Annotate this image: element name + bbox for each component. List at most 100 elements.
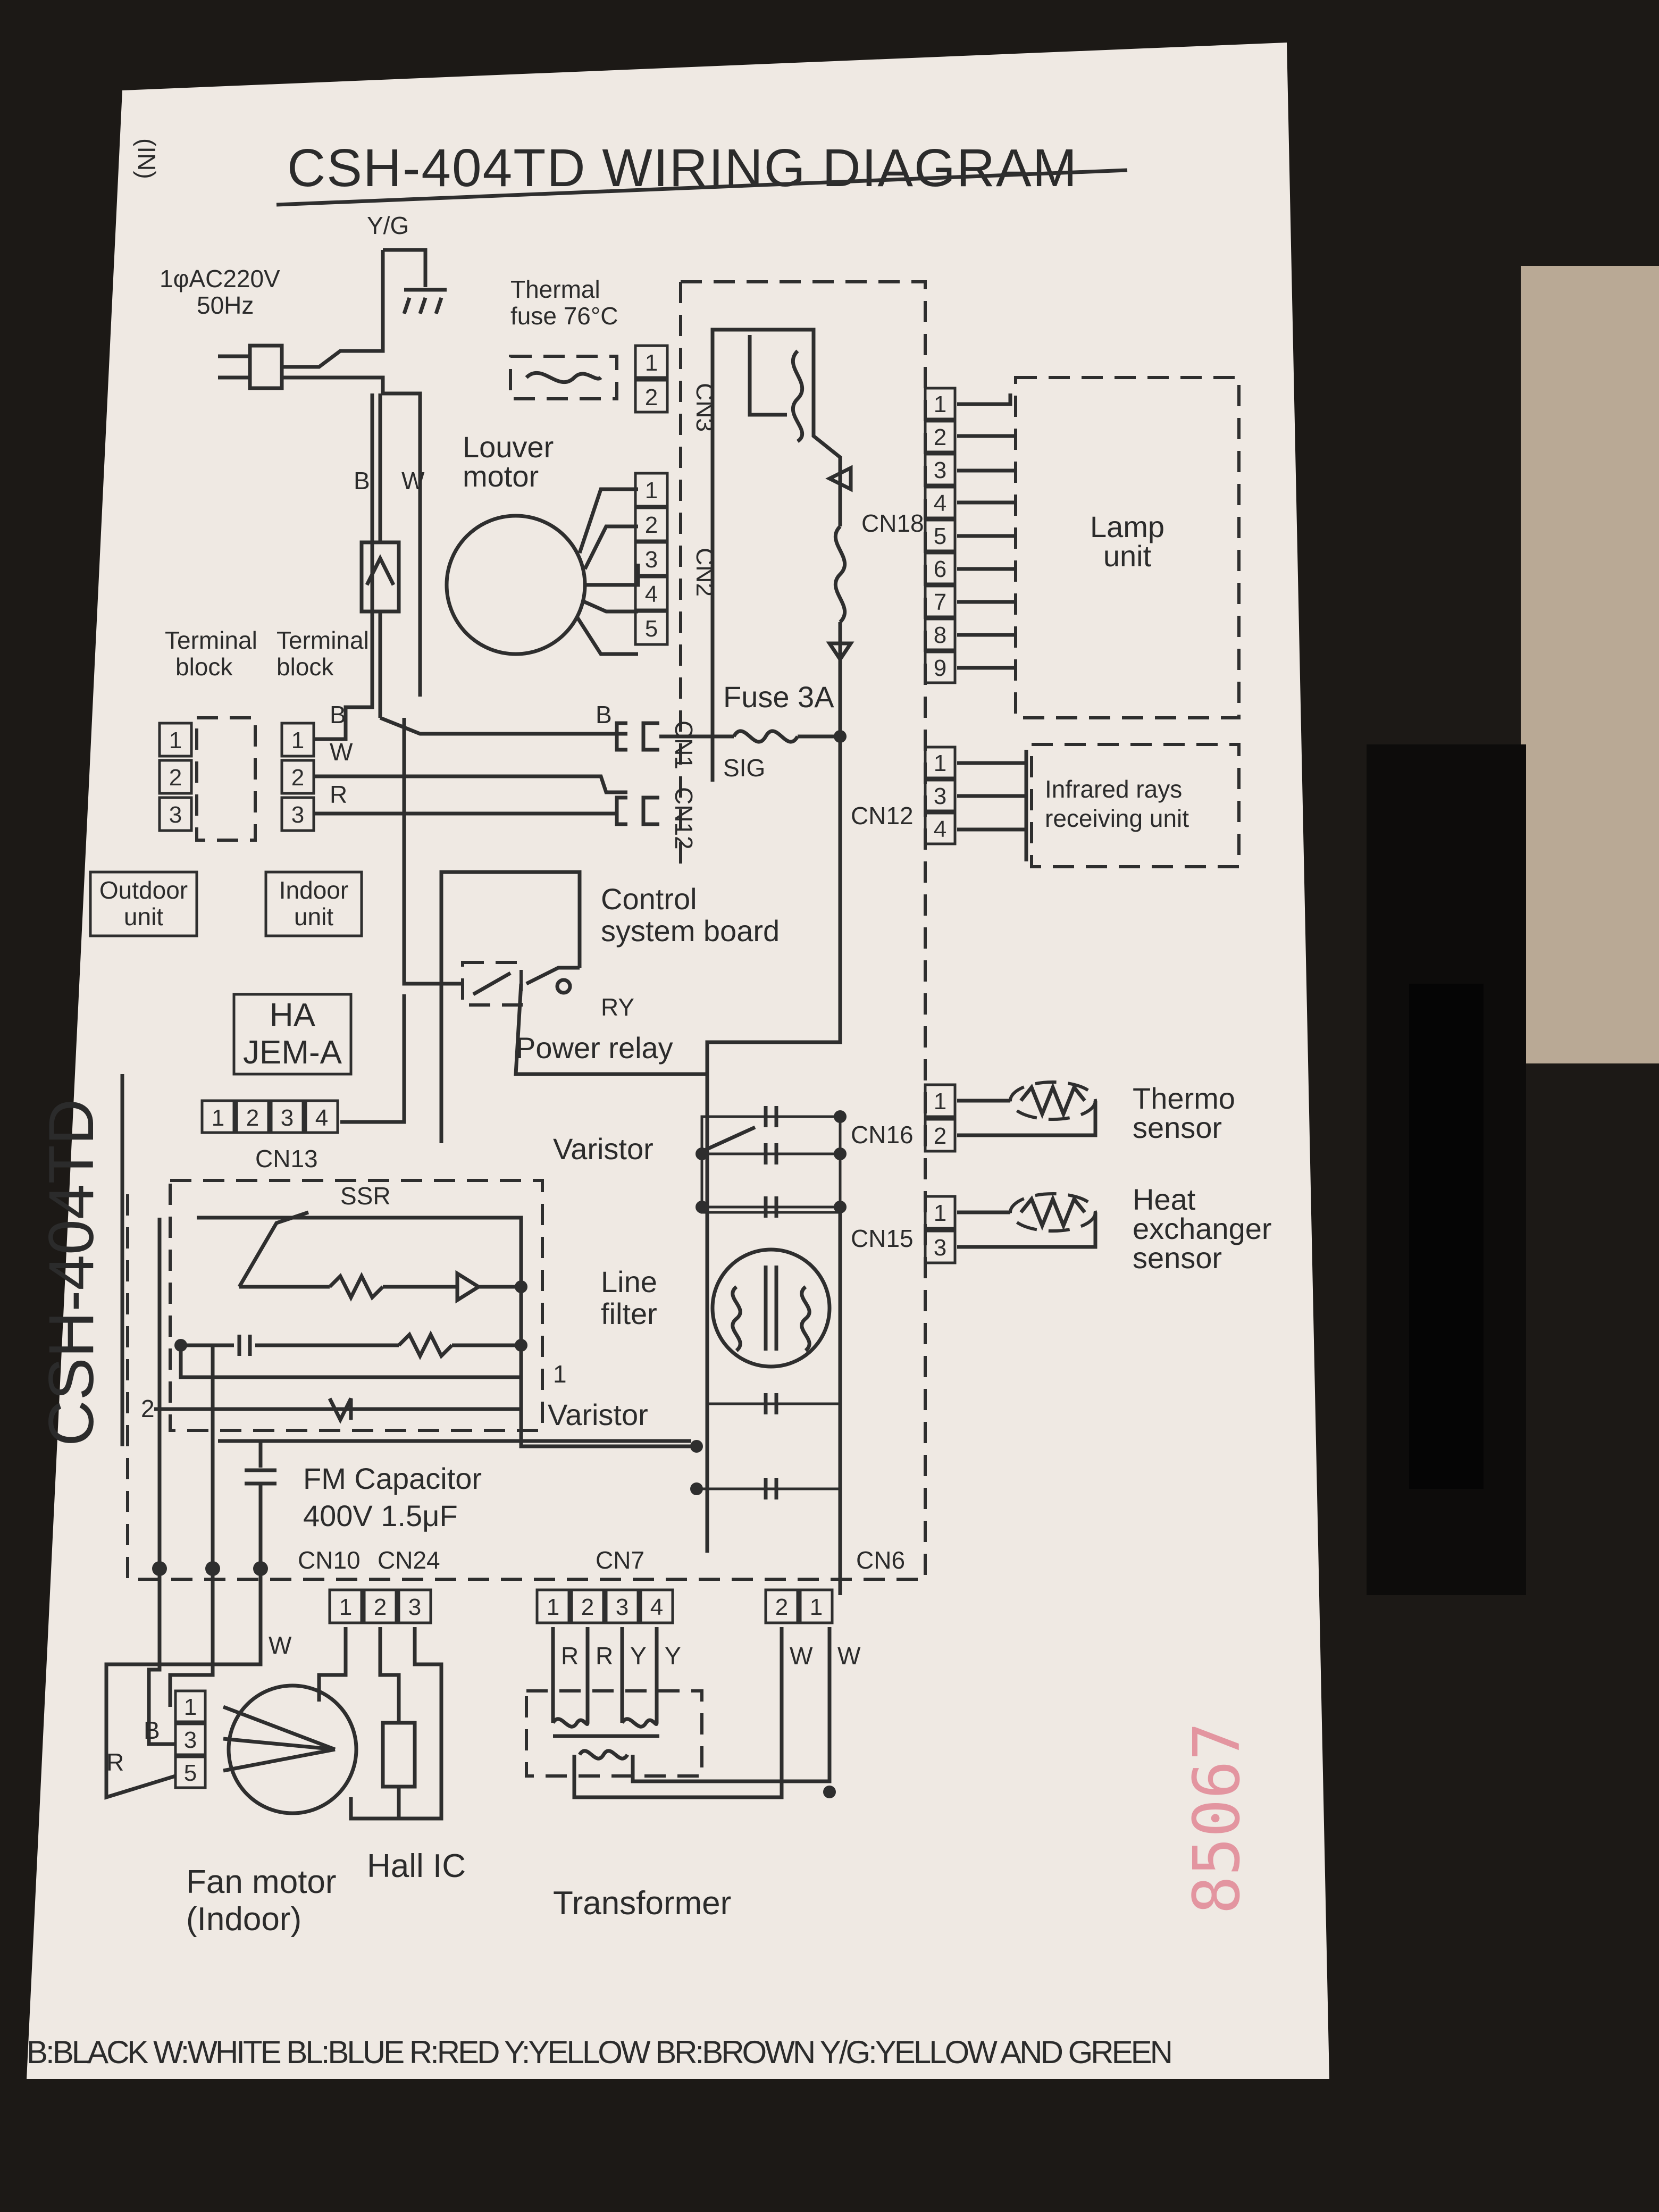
svg-text:3: 3 <box>934 783 946 809</box>
tr-wire-y1: Y <box>630 1642 647 1670</box>
svg-text:4: 4 <box>650 1594 663 1620</box>
tb-wire-r: R <box>330 781 347 808</box>
tb-wire-w: W <box>330 738 353 766</box>
fan-motor-label-2: (Indoor) <box>186 1901 301 1938</box>
cn1-connector <box>615 721 659 752</box>
ha-jem-box <box>232 993 353 1076</box>
ha-label: HA <box>270 997 316 1034</box>
louver-motor-icon <box>445 514 587 656</box>
thermo-sensor-pins: 1 2 <box>924 1083 957 1153</box>
top-bus-wires <box>705 328 854 1553</box>
ssr-label: SSR <box>340 1182 391 1210</box>
ssr-box <box>169 1179 544 1432</box>
cn12-right-label: CN12 <box>851 802 914 830</box>
thermo-sensor-label-2: sensor <box>1133 1111 1222 1144</box>
tb-wires <box>314 393 627 816</box>
svg-text:3: 3 <box>169 802 182 828</box>
outdoor-unit-label-1: Outdoor <box>99 876 188 904</box>
svg-text:1: 1 <box>339 1594 352 1620</box>
tb-wire-b: B <box>330 701 346 728</box>
cn15-label: CN15 <box>851 1225 914 1252</box>
cn7-label: CN7 <box>596 1546 644 1574</box>
lamp-unit-label-2: unit <box>1103 539 1152 573</box>
svg-text:3: 3 <box>281 1105 294 1131</box>
svg-text:2: 2 <box>934 424 946 450</box>
transformer-label: Transformer <box>553 1885 731 1922</box>
fan-motor-pins: 1 3 5 <box>174 1689 207 1789</box>
infrared-unit-box <box>1030 743 1241 868</box>
cn24-pins: 1 2 3 <box>328 1588 432 1624</box>
svg-text:8: 8 <box>934 622 946 648</box>
transformer-icon <box>525 1627 836 1799</box>
ground-label: Y/G <box>367 212 409 239</box>
svg-text:4: 4 <box>645 581 658 607</box>
fm-capacitor-label-2: 400V 1.5μF <box>303 1499 458 1532</box>
thermo-sensor-label-1: Thermo <box>1133 1082 1235 1115</box>
svg-text:1: 1 <box>934 750 946 776</box>
heat-sensor-label-2: exchanger <box>1133 1212 1272 1245</box>
svg-text:6: 6 <box>934 556 946 582</box>
fan-wire-r: R <box>106 1748 124 1776</box>
tr-wire-y2: Y <box>665 1642 681 1670</box>
svg-text:1: 1 <box>291 727 304 753</box>
capacitor-bank <box>696 1106 847 1218</box>
svg-text:4: 4 <box>934 490 946 516</box>
svg-text:1: 1 <box>212 1105 224 1131</box>
outdoor-unit-label-2: unit <box>124 903 163 931</box>
svg-text:2: 2 <box>169 765 182 791</box>
thermo-sensor-icon <box>1009 1080 1097 1121</box>
fan-wire-b: B <box>144 1716 160 1744</box>
corner-mark: (IN) <box>133 138 161 179</box>
svg-text:1: 1 <box>934 1088 946 1115</box>
svg-text:1: 1 <box>934 391 946 417</box>
title-underline <box>276 168 1128 207</box>
svg-text:2: 2 <box>291 765 304 791</box>
wire-w-label: W <box>401 467 425 495</box>
fan-motor-label-1: Fan motor <box>186 1864 337 1900</box>
cn18-label: CN18 <box>861 509 924 537</box>
lower-caps <box>690 1212 842 1595</box>
cn16-label: CN16 <box>851 1121 914 1149</box>
hall-ic-icon <box>317 1627 443 1821</box>
line-filter-label-2: filter <box>601 1297 657 1330</box>
svg-text:3: 3 <box>645 547 658 573</box>
power-relay-icon <box>402 718 707 1143</box>
cn12-left-label: CN12 <box>670 787 698 850</box>
heat-exchanger-sensor-pins: 1 3 <box>924 1195 957 1264</box>
lamp-unit-box <box>1014 376 1241 719</box>
infrared-label-2: receiving unit <box>1045 805 1189 832</box>
svg-text:2: 2 <box>246 1105 259 1131</box>
svg-text:1: 1 <box>184 1694 197 1720</box>
cn6-label: CN6 <box>856 1546 905 1574</box>
stamp-number: 85067 <box>1180 1722 1254 1914</box>
power-spec-1: 1φAC220V <box>160 265 280 292</box>
thermal-fuse-icon <box>525 371 602 384</box>
svg-text:1: 1 <box>645 477 658 504</box>
control-board-label-1: Control <box>601 882 697 916</box>
thermal-fuse-label-2: fuse 76°C <box>510 302 618 330</box>
infrared-label-1: Infrared rays <box>1045 775 1182 803</box>
indoor-unit-label-2: unit <box>294 903 333 931</box>
infrared-wires <box>957 750 1028 861</box>
svg-text:1: 1 <box>547 1594 559 1620</box>
cn7-pins: 1 2 3 4 <box>535 1588 674 1624</box>
cn3-label: CN3 <box>691 383 719 432</box>
svg-text:2: 2 <box>374 1594 387 1620</box>
cn24-label: CN24 <box>378 1546 440 1574</box>
svg-text:2: 2 <box>775 1594 788 1620</box>
louver-motor-label-2: motor <box>463 459 539 493</box>
ssr-pin-2: 2 <box>141 1395 155 1422</box>
svg-text:3: 3 <box>184 1727 197 1753</box>
svg-text:3: 3 <box>291 802 304 828</box>
svg-text:3: 3 <box>616 1594 629 1620</box>
svg-text:7: 7 <box>934 589 946 615</box>
louver-motor-wires <box>575 487 640 656</box>
thermal-fuse-label-1: Thermal <box>510 275 600 303</box>
wire-b-label: B <box>354 467 370 495</box>
cn6-wire-w2: W <box>837 1642 861 1670</box>
svg-text:2: 2 <box>934 1123 946 1149</box>
cn1-wire-b: B <box>596 701 612 728</box>
heat-sensor-label-3: sensor <box>1133 1241 1222 1275</box>
